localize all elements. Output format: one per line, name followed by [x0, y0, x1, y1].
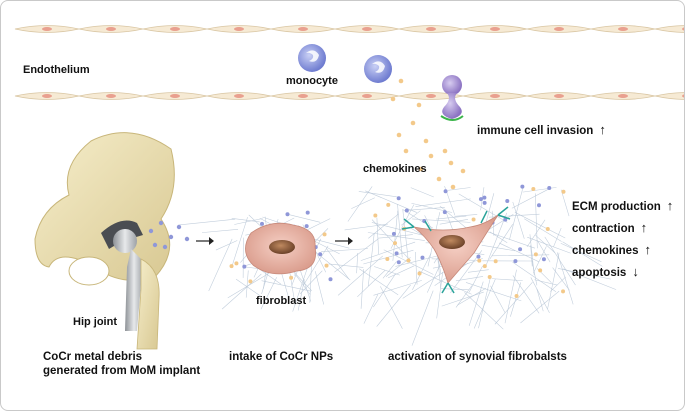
immune-cell-icon — [440, 75, 464, 121]
arrow-up-icon: ↑ — [666, 198, 674, 213]
effect-label: ECM production — [572, 201, 661, 213]
monocyte-label: monocyte — [286, 75, 338, 87]
effect-item: apoptosis ↓ — [572, 264, 639, 280]
effect-label: apoptosis — [572, 267, 627, 279]
fibroblast-label: fibroblast — [256, 295, 307, 307]
hip-joint-label: Hip joint — [73, 316, 117, 328]
arrow-up-icon: ↑ — [644, 242, 651, 257]
hip-implant-icon — [34, 132, 175, 350]
stage-intake: intake of CoCr NPs — [229, 351, 334, 363]
arrow-up-icon: ↑ — [640, 220, 648, 235]
effect-label: chemokines — [572, 245, 639, 257]
stage-debris-line2: generated from MoM implant — [43, 365, 201, 377]
monocyte-icon — [298, 44, 326, 72]
nanoparticle-debris — [148, 220, 190, 250]
effect-item: ECM production ↑ — [572, 198, 674, 214]
effect-item: contraction ↑ — [572, 220, 648, 236]
chemokines-label: chemokines — [363, 163, 427, 175]
arrow-up-icon: ↑ — [599, 122, 606, 137]
arrow-down-icon: ↓ — [632, 264, 639, 279]
endothelium-bottom-layer — [14, 92, 684, 100]
chemokine-dots — [390, 78, 466, 190]
fibroblast-icon — [401, 206, 511, 294]
endothelial-cell — [654, 25, 684, 33]
arrow-right-icon — [335, 237, 353, 245]
endothelium-top-layer — [14, 25, 684, 33]
fibroblast-icon — [245, 222, 316, 275]
endothelial-cell — [654, 92, 684, 100]
stage-debris-line1: CoCr metal debris — [43, 351, 143, 363]
effect-label: contraction — [572, 223, 635, 235]
endothelium-label: Endothelium — [23, 64, 90, 76]
stage-activation: activation of synovial fibrobalsts — [388, 351, 567, 363]
effect-item: chemokines ↑ — [572, 242, 651, 258]
immune-invasion-label: immune cell invasion ↑ — [477, 122, 606, 138]
arrow-right-icon — [196, 237, 214, 245]
monocyte-icon — [364, 55, 392, 83]
immune-invasion-text: immune cell invasion — [477, 125, 594, 137]
